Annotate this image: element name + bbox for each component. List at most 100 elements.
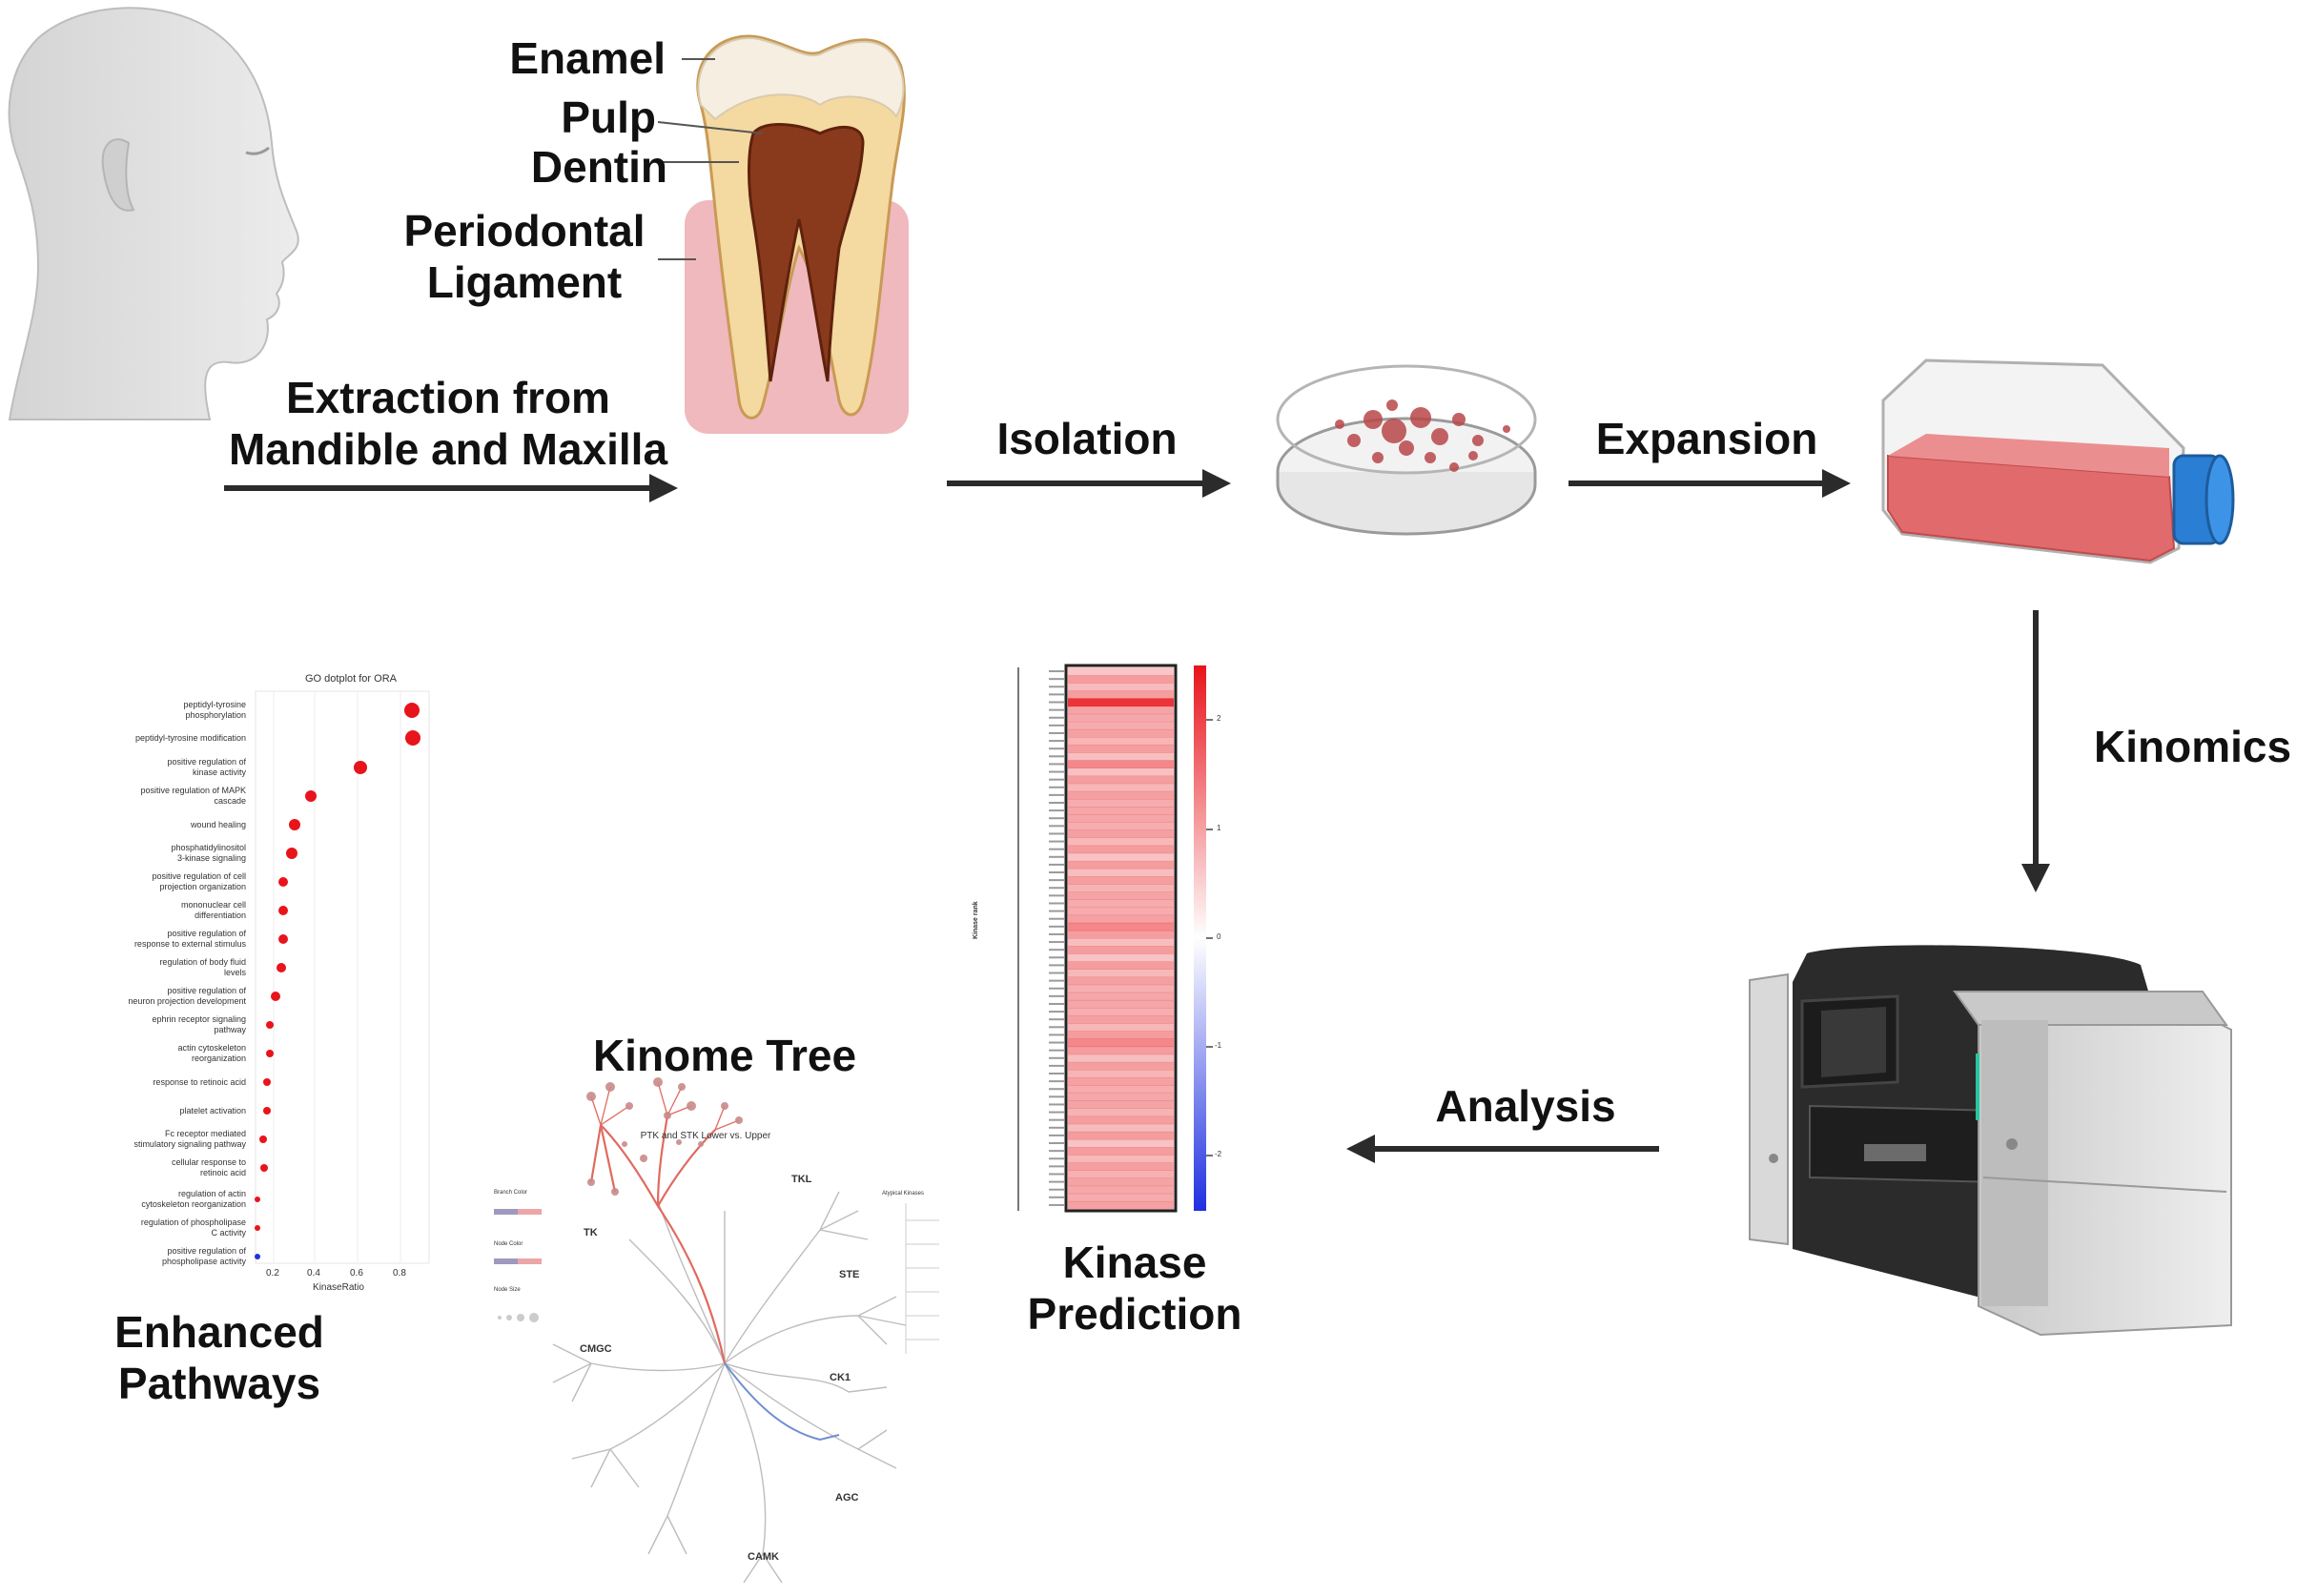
heatmap-cell: [1068, 1147, 1174, 1156]
heatmap-cell: [1068, 1170, 1174, 1179]
heatmap-cell: [1068, 675, 1174, 684]
heatmap-cell: [1068, 984, 1174, 993]
ligament-line: Ligament: [426, 257, 623, 308]
svg-text:CK1: CK1: [830, 1372, 851, 1383]
kinome-tree-label: Kinome Tree: [592, 1031, 857, 1080]
svg-text:response to external stimulus: response to external stimulus: [134, 939, 247, 949]
heatmap-cell: [1068, 760, 1174, 768]
svg-text:peptidyl-tyrosine modification: peptidyl-tyrosine modification: [135, 733, 246, 743]
svg-text:TK: TK: [584, 1227, 598, 1238]
dentin-label: Dentin: [530, 142, 667, 192]
svg-text:stimulatory signaling pathway: stimulatory signaling pathway: [133, 1139, 246, 1149]
heatmap-cell: [1068, 1054, 1174, 1063]
svg-text:wound healing: wound healing: [190, 820, 246, 829]
svg-text:regulation of actin: regulation of actin: [178, 1189, 246, 1198]
pathways-line: Pathways: [117, 1359, 321, 1409]
heatmap-cell: [1068, 829, 1174, 839]
heatmap-cell: [1068, 1115, 1174, 1125]
heatmap-scale-tick-1: 1: [1217, 824, 1221, 832]
heatmap-cell: [1068, 1077, 1174, 1086]
enhanced-pathways-label: Enhanced Pathways: [76, 1306, 362, 1410]
heatmap-cell: [1068, 1193, 1174, 1202]
kinome-tree-chart: TK TKL STE CK1 CMGC AGC CAMK PTK and STK…: [494, 1077, 939, 1584]
heatmap-cell: [1068, 1108, 1174, 1117]
svg-text:Atypical Kinases: Atypical Kinases: [882, 1191, 924, 1197]
svg-text:neuron projection development: neuron projection development: [128, 996, 246, 1006]
analysis-label: Analysis: [1435, 1081, 1616, 1131]
dotplot-points: [255, 703, 420, 1231]
svg-text:peptidyl-tyrosine: peptidyl-tyrosine: [183, 700, 246, 709]
heatmap-cell: [1068, 922, 1174, 931]
heatmap-cell: [1068, 938, 1174, 947]
svg-text:kinase activity: kinase activity: [193, 767, 247, 777]
heatmap-cell: [1068, 698, 1174, 707]
dotplot-xtick-1: 0.2: [266, 1268, 279, 1279]
svg-text:ephrin receptor signaling: ephrin receptor signaling: [152, 1014, 246, 1024]
svg-text:Branch Color: Branch Color: [494, 1190, 527, 1196]
heatmap-cell: [1068, 899, 1174, 909]
enhanced-line: Enhanced: [114, 1307, 324, 1357]
svg-text:STE: STE: [839, 1269, 859, 1280]
tooth-diagram-icon: [657, 34, 909, 434]
heatmap-cell: [1068, 1093, 1174, 1101]
periodontal-line: Periodontal: [403, 206, 646, 256]
svg-text:reorganization: reorganization: [192, 1054, 246, 1063]
svg-text:C activity: C activity: [211, 1228, 246, 1238]
heatmap-cell: [1068, 713, 1174, 723]
heatmap-cell: [1068, 1023, 1174, 1032]
heatmap-cell: [1068, 1069, 1174, 1078]
svg-text:pathway: pathway: [214, 1025, 246, 1034]
heatmap-cell: [1068, 837, 1174, 847]
isolation-label: Isolation: [996, 414, 1178, 463]
heatmap-cell: [1068, 845, 1174, 854]
heatmap-cell: [1068, 907, 1174, 916]
heatmap-cell: [1068, 868, 1174, 877]
heatmap-cell: [1068, 706, 1174, 715]
heatmap-cell: [1068, 728, 1174, 738]
heatmap-cell: [1068, 1038, 1174, 1048]
heatmap-cell: [1068, 822, 1174, 830]
extraction-label: Extraction from Mandible and Maxilla: [210, 372, 687, 476]
svg-text:regulation of body fluid: regulation of body fluid: [159, 957, 246, 967]
petri-dish-icon: [1276, 364, 1537, 536]
heatmap-cell: [1068, 1031, 1174, 1039]
kinase-heatmap-chart: [1017, 664, 1213, 1213]
svg-text:CAMK: CAMK: [748, 1551, 779, 1563]
svg-text:PTK and STK Lower vs. Upper: PTK and STK Lower vs. Upper: [641, 1131, 771, 1141]
expansion-label: Expansion: [1595, 414, 1818, 463]
svg-text:cellular response to: cellular response to: [172, 1157, 246, 1167]
heatmap-cell: [1068, 961, 1174, 970]
dotplot-xlabel: KinaseRatio: [313, 1282, 364, 1293]
svg-text:levels: levels: [224, 968, 247, 977]
svg-text:cascade: cascade: [214, 796, 246, 806]
kinase-line: Kinase: [1062, 1238, 1207, 1287]
svg-text:Node Color: Node Color: [494, 1241, 523, 1247]
svg-text:AGC: AGC: [835, 1492, 859, 1504]
svg-text:TKL: TKL: [791, 1174, 812, 1185]
dotplot-xtick-4: 0.8: [393, 1268, 406, 1279]
heatmap-cell: [1068, 683, 1174, 691]
heatmap-cell: [1068, 752, 1174, 761]
heatmap-ylabel: Kinase rank: [973, 901, 979, 939]
heatmap-cell: [1068, 790, 1174, 800]
svg-text:positive regulation of: positive regulation of: [167, 929, 246, 938]
heatmap-cell: [1068, 1085, 1174, 1094]
heatmap-cell: [1068, 690, 1174, 699]
kinomics-instrument-icon: [1749, 945, 2232, 1337]
heatmap-cell: [1068, 1046, 1174, 1055]
heatmap-cell: [1068, 745, 1174, 753]
svg-text:phosphorylation: phosphorylation: [185, 710, 246, 720]
heatmap-cell: [1068, 969, 1174, 978]
heatmap-cell: [1068, 1015, 1174, 1024]
heatmap-cell: [1068, 1200, 1174, 1210]
kinomics-label: Kinomics: [2094, 722, 2292, 771]
svg-text:3-kinase signaling: 3-kinase signaling: [177, 853, 246, 863]
svg-text:phosphatidylinositol: phosphatidylinositol: [171, 843, 246, 852]
enamel-label: Enamel: [509, 33, 666, 83]
svg-text:cytoskeleton reorganization: cytoskeleton reorganization: [141, 1199, 246, 1209]
human-head-icon: [8, 7, 299, 420]
svg-text:projection organization: projection organization: [159, 882, 246, 891]
dotplot-title: GO dotplot for ORA: [305, 673, 397, 685]
heatmap-cell: [1068, 1123, 1174, 1133]
